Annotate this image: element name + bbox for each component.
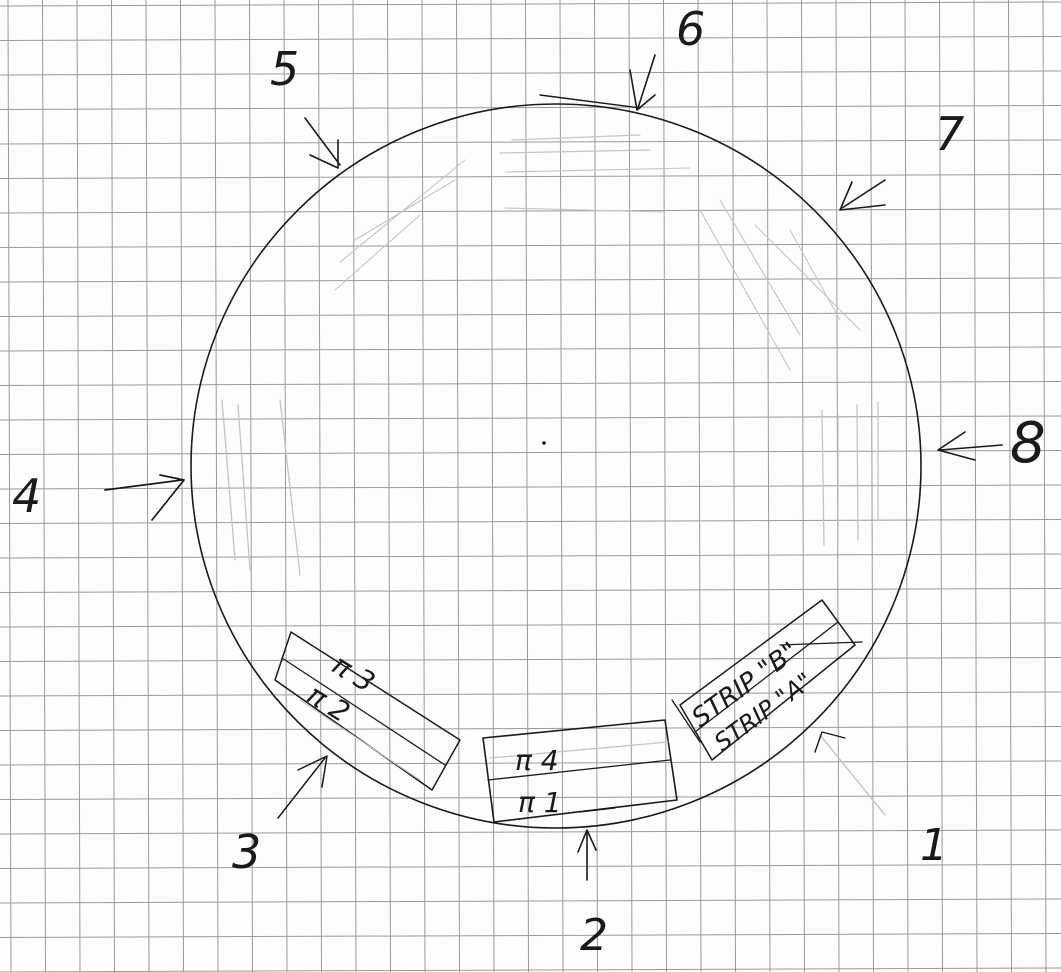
- grid-line-vertical: [77, 0, 80, 972]
- grid-line-horizontal: [0, 485, 1061, 489]
- grid-line-horizontal: [0, 71, 1061, 75]
- grid-line-horizontal: [0, 382, 1061, 386]
- grid-line-horizontal: [0, 554, 1061, 558]
- grid-line-vertical: [181, 0, 184, 972]
- pi-box-left: π 3 π 2: [275, 632, 460, 790]
- marker-8: 8: [1010, 411, 1046, 476]
- grid-line-horizontal: [0, 451, 1061, 455]
- grid-line-vertical: [457, 0, 460, 972]
- grid-line-horizontal: [0, 934, 1061, 938]
- grid-line-vertical: [974, 0, 977, 972]
- grid-line-vertical: [629, 0, 632, 972]
- grid-line-vertical: [112, 0, 115, 972]
- grid-line-vertical: [8, 0, 11, 972]
- grid-line-vertical: [491, 0, 494, 972]
- grid-line-horizontal: [0, 623, 1061, 627]
- marker-6: 6: [676, 2, 705, 56]
- grid-line-horizontal: [0, 416, 1061, 420]
- grid-line-horizontal: [0, 968, 1061, 972]
- grid-line-horizontal: [0, 658, 1061, 662]
- grid-line-horizontal: [0, 175, 1061, 179]
- grid-line-horizontal: [0, 899, 1061, 903]
- grid-line-vertical: [422, 0, 425, 972]
- grid-line-horizontal: [0, 692, 1061, 696]
- grid-line-horizontal: [0, 106, 1061, 110]
- grid-line-horizontal: [0, 727, 1061, 731]
- center-dot: [542, 441, 546, 445]
- grid-line-horizontal: [0, 520, 1061, 524]
- grid-line-vertical: [146, 0, 149, 972]
- pi-box-bottom: π 4 π 1: [483, 720, 677, 822]
- grid-line-horizontal: [0, 209, 1061, 213]
- grid-line-vertical: [43, 0, 46, 972]
- grid-line-horizontal: [0, 313, 1061, 317]
- grid-line-horizontal: [0, 278, 1061, 282]
- grid-line-horizontal: [0, 140, 1061, 144]
- pi-1-label: π 1: [518, 786, 562, 819]
- grid-line-vertical: [215, 0, 218, 972]
- main-circle: [191, 104, 921, 828]
- marker-2: 2: [580, 910, 608, 961]
- grid-line-horizontal: [0, 830, 1061, 834]
- grid-line-horizontal: [0, 244, 1061, 248]
- marker-5: 5: [270, 42, 299, 96]
- grid-line-horizontal: [0, 2, 1061, 6]
- grid-line-vertical: [353, 0, 356, 972]
- pi-4-label: π 4: [515, 744, 559, 777]
- grid-line-vertical: [1009, 0, 1012, 972]
- marker-4: 4: [12, 469, 41, 523]
- grid-line-vertical: [284, 0, 287, 972]
- grid-line-vertical: [560, 0, 563, 972]
- grid-line-vertical: [388, 0, 391, 972]
- marker-3: 3: [232, 825, 261, 879]
- grid-line-horizontal: [0, 37, 1061, 41]
- marker-1: 1: [920, 820, 948, 871]
- grid-line-vertical: [1043, 0, 1046, 972]
- grid-line-vertical: [319, 0, 322, 972]
- marker-7: 7: [935, 107, 964, 161]
- grid-line-horizontal: [0, 865, 1061, 869]
- grid-line-horizontal: [0, 589, 1061, 593]
